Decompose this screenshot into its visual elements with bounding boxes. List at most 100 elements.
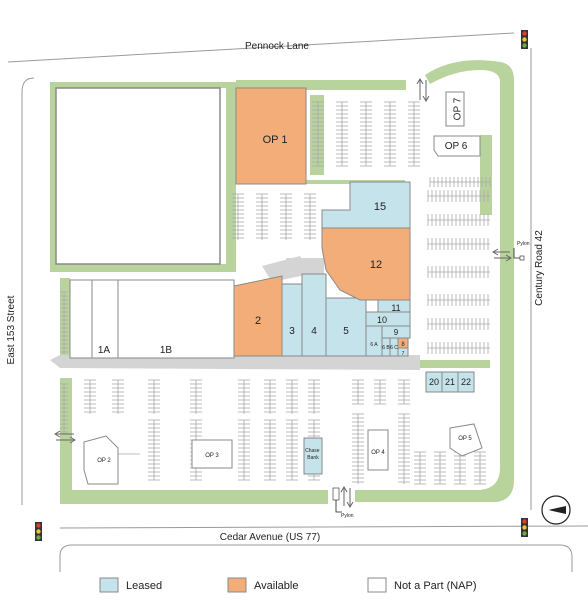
parking-row [474, 451, 486, 485]
unit-10[interactable] [365, 311, 411, 327]
street-west: East 153 Street [6, 295, 17, 364]
label-10: 10 [377, 315, 387, 325]
parking-row [434, 451, 446, 485]
label-22: 22 [461, 377, 471, 387]
parking-row [427, 342, 490, 354]
parking-row [374, 379, 386, 405]
entrance-arrow-icon [54, 78, 512, 508]
parking-row [148, 379, 160, 414]
parking-row [312, 101, 324, 167]
parking-row [454, 451, 466, 485]
compass-north-icon: N [541, 495, 571, 525]
label-chase: Chase Bank [305, 448, 321, 461]
street-south: Cedar Avenue (US 77) [220, 532, 320, 543]
legend-item-available: Available [227, 577, 298, 593]
svg-text:Leased: Leased [126, 580, 162, 592]
label-15: 15 [374, 201, 386, 213]
unit-op2[interactable] [83, 435, 119, 485]
svg-text:N: N [546, 510, 550, 516]
unit-op6[interactable] [433, 135, 481, 157]
label-20: 20 [429, 377, 439, 387]
parking-row [427, 238, 490, 250]
unit-op1[interactable] [235, 87, 307, 185]
unit-15[interactable] [321, 181, 411, 229]
unit-12[interactable] [321, 227, 411, 301]
parking-row [427, 318, 490, 330]
svg-text:Pylon: Pylon [517, 241, 530, 247]
parking-row [427, 266, 490, 278]
label-op7: OP 7 [453, 97, 464, 120]
parking-row [264, 379, 276, 414]
street-north: Pennock Lane [245, 41, 309, 52]
unit-op3[interactable] [191, 439, 233, 469]
label-9: 9 [394, 328, 399, 337]
label-8: 8 [401, 342, 405, 348]
label-5: 5 [343, 326, 349, 337]
parking-row [84, 379, 96, 414]
svg-text:Not a Part (NAP): Not a Part (NAP) [394, 580, 477, 592]
unit-chase-bank[interactable] [303, 437, 323, 475]
parking-row [264, 419, 276, 481]
unit-22[interactable] [457, 371, 475, 393]
parking-row [190, 379, 202, 414]
unit-7[interactable] [397, 347, 409, 357]
walkway [50, 256, 420, 370]
parking-row [352, 379, 364, 405]
parking-row [398, 379, 410, 405]
parking-row [427, 294, 490, 306]
parking-row [280, 193, 292, 240]
label-2: 2 [255, 315, 261, 327]
unit-3[interactable] [281, 283, 303, 357]
street-labels: Pennock Lane East 153 Street Century Roa… [6, 41, 545, 543]
parking-row [398, 413, 410, 484]
label-1a: 1A [98, 345, 111, 356]
parking-row [414, 451, 426, 485]
parking-row [427, 214, 490, 226]
label-12: 12 [370, 259, 382, 271]
parking-row [112, 379, 124, 414]
parking-row [148, 419, 160, 481]
label-11: 11 [391, 303, 400, 313]
unit-5[interactable] [325, 297, 367, 357]
traffic-light-icon [35, 522, 42, 541]
label-op2: OP 2 [97, 458, 111, 464]
label-1b: 1B [160, 345, 173, 356]
parking-row [286, 379, 298, 414]
pylon-east: Pylon [513, 241, 530, 261]
street-east: Century Road 42 [534, 230, 545, 306]
road-lines [7, 32, 588, 572]
unit-op4[interactable] [367, 429, 389, 471]
parking-row [408, 101, 420, 167]
parking-row [238, 379, 250, 414]
building-large-nap [55, 87, 221, 265]
label-4: 4 [311, 326, 317, 337]
svg-text:Available: Available [254, 580, 298, 592]
label-6a: 6 A [370, 342, 378, 348]
unit-op5[interactable] [449, 423, 483, 457]
parking-row [232, 193, 244, 240]
parking-row [308, 379, 320, 414]
label-op5: OP 5 [458, 436, 472, 442]
unit-labels: OP 1 1A 1B 2 3 4 5 6 A 6 B 6 C 7 8 9 10 … [97, 97, 472, 464]
parking-row [360, 101, 372, 167]
unit-op7[interactable] [445, 91, 465, 127]
strip-center [69, 279, 235, 359]
traffic-light-icon [521, 30, 528, 49]
label-6b: 6 B [382, 345, 390, 351]
parking-row [238, 419, 250, 481]
parking-lots [60, 101, 491, 485]
parking-row [352, 413, 364, 484]
pylon-south: Pylon [332, 487, 354, 519]
parking-row [429, 177, 491, 187]
traffic-light-icon [521, 518, 528, 537]
landscape-border [50, 60, 514, 504]
svg-text:Pylon: Pylon [341, 513, 354, 519]
unit-4[interactable] [301, 273, 327, 357]
label-7: 7 [402, 351, 405, 357]
parking-row [60, 383, 68, 433]
unit-6a[interactable] [365, 325, 383, 357]
traffic-lights [35, 30, 528, 541]
parking-row [336, 101, 348, 167]
label-21: 21 [445, 377, 455, 387]
